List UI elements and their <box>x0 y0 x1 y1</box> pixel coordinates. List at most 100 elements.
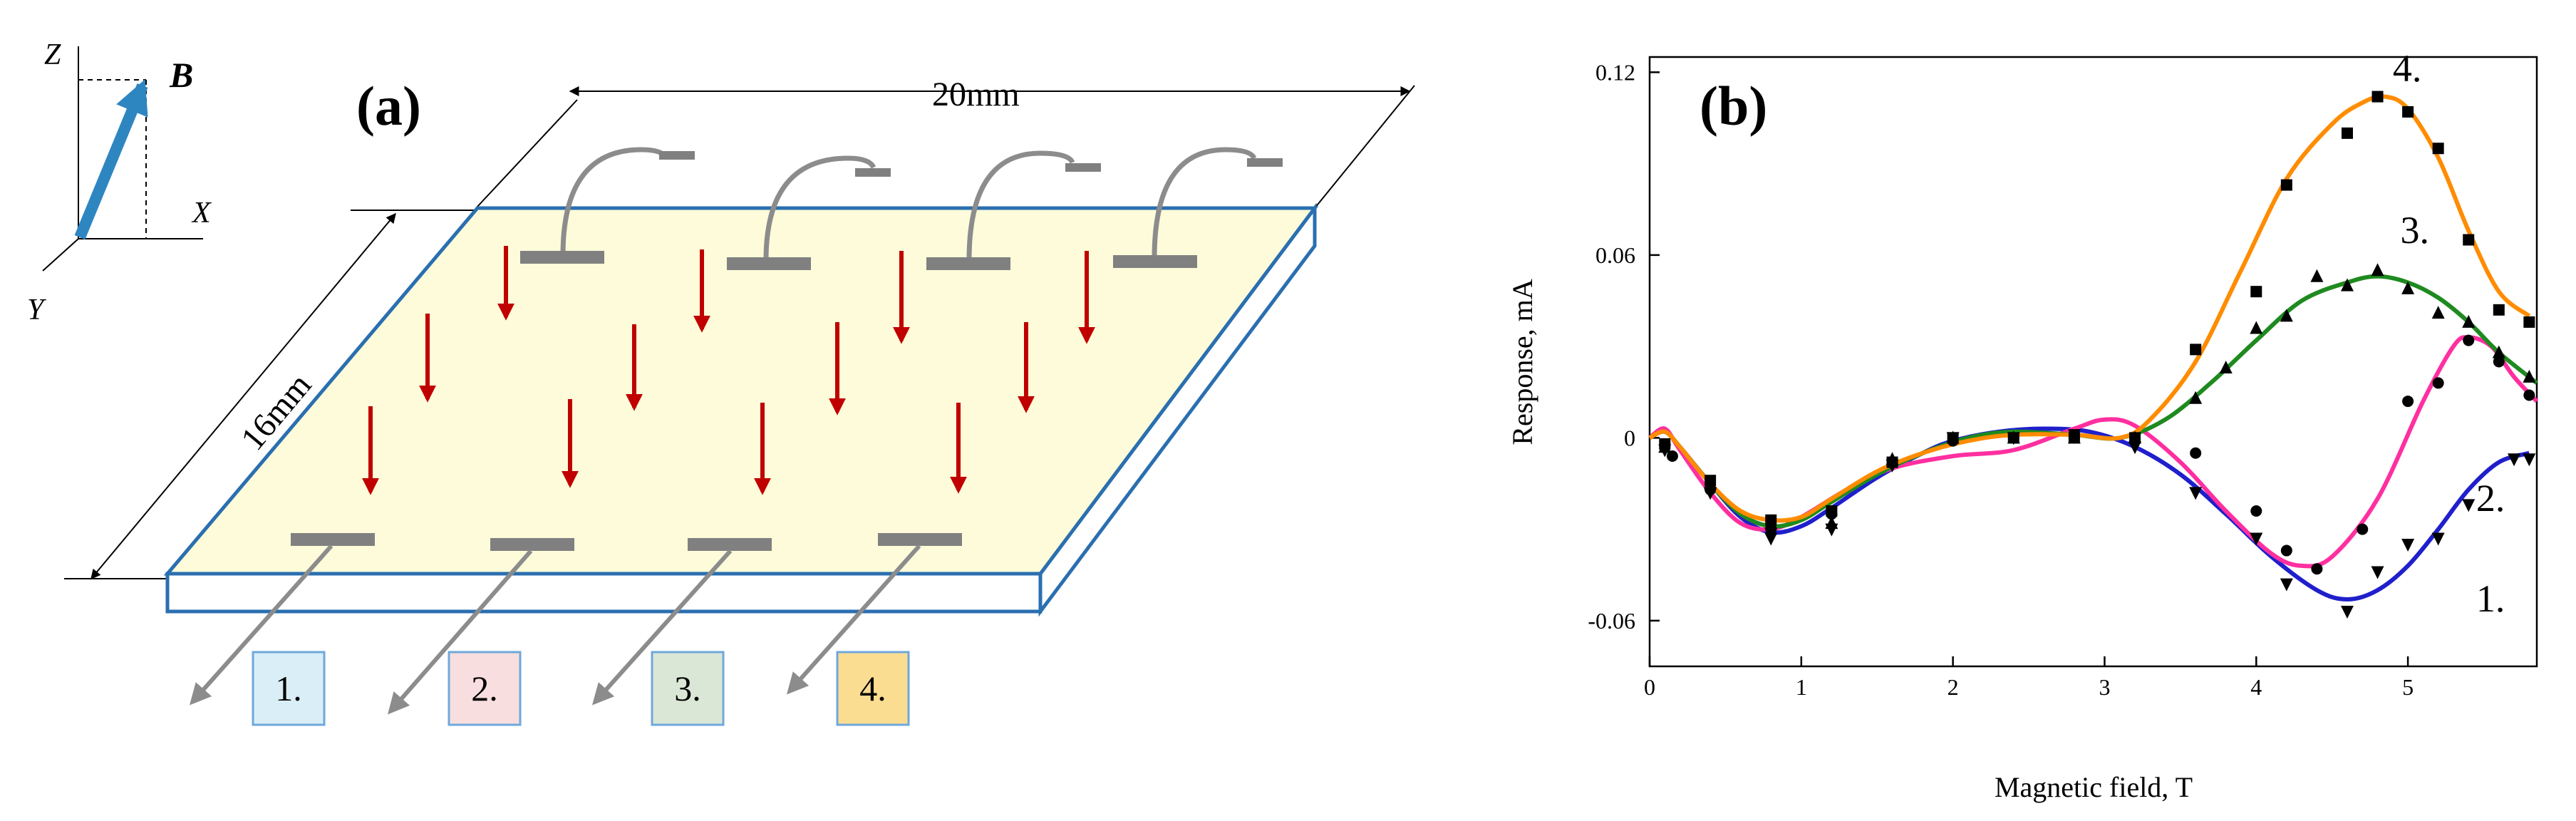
axis-x-label: X <box>191 197 212 229</box>
plot-frame <box>1648 56 2538 668</box>
series-label-1: 1. <box>2476 577 2505 620</box>
plate-top <box>163 206 1319 576</box>
data-point-series-4 <box>1947 432 1959 444</box>
data-point-series-3 <box>2189 391 2203 404</box>
dimension-width: 20mm <box>475 76 1415 209</box>
x-tick-label: 1 <box>1796 674 1807 700</box>
top-contacts <box>520 147 1283 270</box>
sample-plate <box>163 202 1319 617</box>
data-point-series-1 <box>2250 532 2263 546</box>
data-point-series-3 <box>2250 321 2263 334</box>
data-point-series-2 <box>2190 447 2202 459</box>
output-label-3: 3. <box>674 668 701 708</box>
axis-y-label: Y <box>27 294 47 326</box>
data-point-series-1 <box>2280 578 2293 592</box>
data-point-series-2 <box>2493 356 2505 368</box>
data-point-series-1 <box>2189 487 2203 500</box>
bottom-contacts <box>291 533 962 551</box>
series-label-2: 2. <box>2476 477 2505 520</box>
data-point-series-2 <box>2280 544 2292 557</box>
panel-b-label: (b) <box>1700 75 1767 137</box>
data-point-series-4 <box>2523 316 2535 328</box>
series-curves <box>1648 94 2539 602</box>
data-point-series-1 <box>2371 566 2384 579</box>
field-vector-arrow <box>74 79 148 240</box>
magnetization-arrows <box>362 246 1095 495</box>
data-point-series-4 <box>2068 432 2080 444</box>
data-point-series-4 <box>2280 179 2292 191</box>
output-boxes: 1. 2. 3. 4. <box>252 651 910 726</box>
data-point-series-4 <box>2129 432 2141 444</box>
data-point-series-4 <box>2007 432 2019 444</box>
data-point-series-2 <box>2523 389 2535 401</box>
data-point-series-4 <box>2463 234 2475 246</box>
data-point-series-2 <box>2357 523 2369 535</box>
x-tick-label: 0 <box>1644 674 1655 700</box>
plate-front <box>165 572 1043 614</box>
data-point-series-1 <box>2340 606 2354 619</box>
data-point-series-3 <box>2523 369 2536 383</box>
x-tick-label: 4 <box>2250 674 2262 700</box>
data-point-series-2 <box>2432 377 2444 389</box>
data-point-series-4 <box>1886 456 1898 468</box>
data-point-series-4 <box>2402 105 2414 118</box>
output-label-4: 4. <box>859 668 886 708</box>
data-point-series-1 <box>2128 441 2142 455</box>
width-label: 20mm <box>932 76 1020 113</box>
panel-a-label: (a) <box>356 75 421 137</box>
data-point-series-4 <box>2493 304 2505 316</box>
data-point-series-3 <box>2310 269 2324 282</box>
output-box-1: 1. <box>252 651 326 726</box>
y-tick-label: 0 <box>1624 425 1635 450</box>
data-point-series-4 <box>2432 143 2444 155</box>
x-tick-label: 3 <box>2099 674 2110 700</box>
data-point-series-4 <box>1705 475 1717 487</box>
data-point-series-3 <box>2219 361 2233 374</box>
data-point-series-4 <box>2341 127 2353 139</box>
data-point-series-1 <box>2523 453 2536 467</box>
series-label-3: 3. <box>2400 209 2429 252</box>
data-point-series-3 <box>2431 306 2445 319</box>
output-box-4: 4. <box>836 651 910 726</box>
data-point-series-4 <box>1826 505 1838 517</box>
series-label-4: 4. <box>2393 47 2422 90</box>
y-axis-title: Response, mA <box>1506 279 1538 445</box>
x-tick-label: 2 <box>1947 674 1959 700</box>
data-point-series-4 <box>2371 91 2384 103</box>
data-point-series-2 <box>2402 396 2414 408</box>
data-point-series-3 <box>2340 278 2354 291</box>
output-label-1: 1. <box>275 668 302 708</box>
data-point-series-3 <box>2462 314 2476 328</box>
data-point-series-3 <box>1825 516 1838 530</box>
series-labels: 1. 2. 3. 4. <box>2393 47 2505 620</box>
data-point-series-3 <box>2280 309 2293 322</box>
x-axis-title: Magnetic field, T <box>1995 771 2193 803</box>
output-label-2: 2. <box>471 668 498 708</box>
data-point-series-4 <box>1659 438 1671 450</box>
data-point-series-1 <box>1764 532 1778 546</box>
x-tick-label: 5 <box>2402 674 2414 700</box>
data-point-series-4 <box>2250 286 2262 298</box>
y-tick-label: 0.12 <box>1595 59 1635 85</box>
data-point-series-3 <box>2492 345 2505 358</box>
series-line-2 <box>1648 335 2539 569</box>
data-point-series-2 <box>1666 450 1678 463</box>
data-point-series-1 <box>2462 499 2476 512</box>
data-point-series-4 <box>2190 344 2202 356</box>
output-wires <box>190 544 921 715</box>
series-points <box>1658 91 2536 619</box>
data-point-series-3 <box>2371 263 2384 277</box>
y-tick-label: 0.06 <box>1595 242 1635 268</box>
output-box-2: 2. <box>448 651 522 726</box>
output-box-3: 3. <box>651 651 725 726</box>
data-point-series-1 <box>2401 539 2415 552</box>
data-point-series-1 <box>2431 532 2445 546</box>
axis-z-label: Z <box>44 38 61 71</box>
coordinate-axes: Z X Y B <box>27 38 212 326</box>
data-point-series-3 <box>2401 281 2415 294</box>
data-point-series-2 <box>2250 505 2262 517</box>
